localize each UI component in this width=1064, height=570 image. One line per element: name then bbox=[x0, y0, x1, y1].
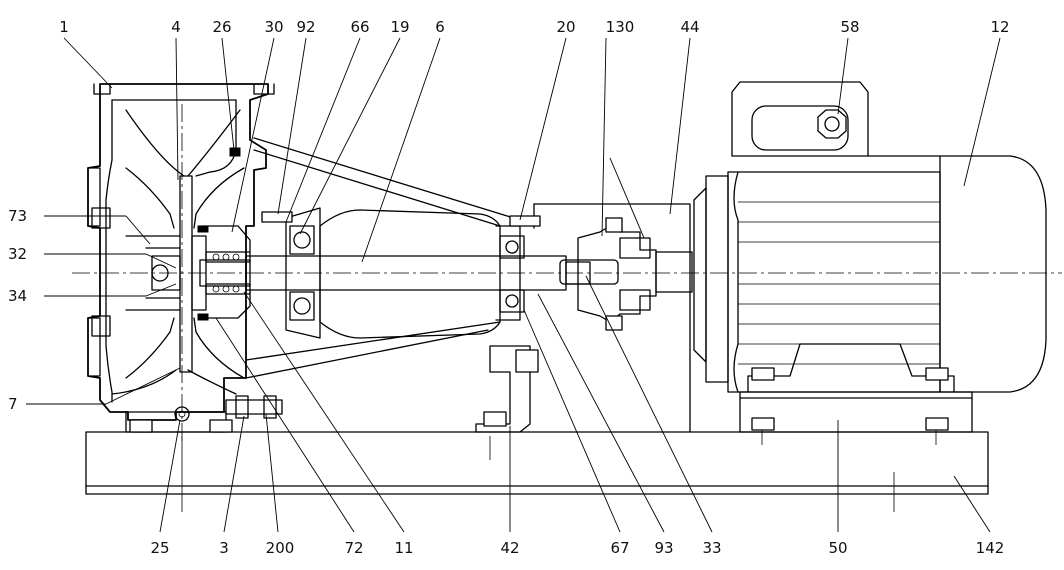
label-142: 142 bbox=[976, 539, 1005, 557]
label-66: 66 bbox=[350, 18, 369, 36]
base-frame bbox=[85, 420, 989, 512]
leader-lines bbox=[26, 37, 1001, 533]
label-50: 50 bbox=[828, 539, 847, 557]
label-44: 44 bbox=[680, 18, 699, 36]
coupling bbox=[559, 217, 693, 331]
volute-casing bbox=[87, 83, 283, 433]
label-42: 42 bbox=[500, 539, 519, 557]
label-4: 4 bbox=[171, 18, 181, 36]
label-73: 73 bbox=[8, 207, 27, 225]
label-12: 12 bbox=[990, 18, 1009, 36]
bearing-bracket bbox=[245, 137, 539, 433]
label-92: 92 bbox=[296, 18, 315, 36]
bearings bbox=[261, 211, 541, 321]
labels: 1 4 26 30 92 66 19 6 20 130 44 58 12 73 … bbox=[8, 18, 1010, 557]
label-25: 25 bbox=[150, 539, 169, 557]
label-20: 20 bbox=[556, 18, 575, 36]
label-200: 200 bbox=[266, 539, 295, 557]
center-lines bbox=[72, 104, 1062, 444]
label-130: 130 bbox=[606, 18, 635, 36]
label-19: 19 bbox=[390, 18, 409, 36]
label-26: 26 bbox=[212, 18, 231, 36]
motor-foot-bolts bbox=[751, 367, 949, 431]
label-93: 93 bbox=[654, 539, 673, 557]
mechanical-seal bbox=[201, 225, 251, 319]
label-30: 30 bbox=[264, 18, 283, 36]
label-11: 11 bbox=[394, 539, 413, 557]
label-72: 72 bbox=[344, 539, 363, 557]
motor bbox=[693, 81, 1047, 393]
label-34: 34 bbox=[8, 287, 27, 305]
label-32: 32 bbox=[8, 245, 27, 263]
label-33: 33 bbox=[702, 539, 721, 557]
label-6: 6 bbox=[435, 18, 445, 36]
label-7: 7 bbox=[8, 395, 18, 413]
label-67: 67 bbox=[610, 539, 629, 557]
label-58: 58 bbox=[840, 18, 859, 36]
label-3: 3 bbox=[219, 539, 229, 557]
label-1: 1 bbox=[59, 18, 69, 36]
